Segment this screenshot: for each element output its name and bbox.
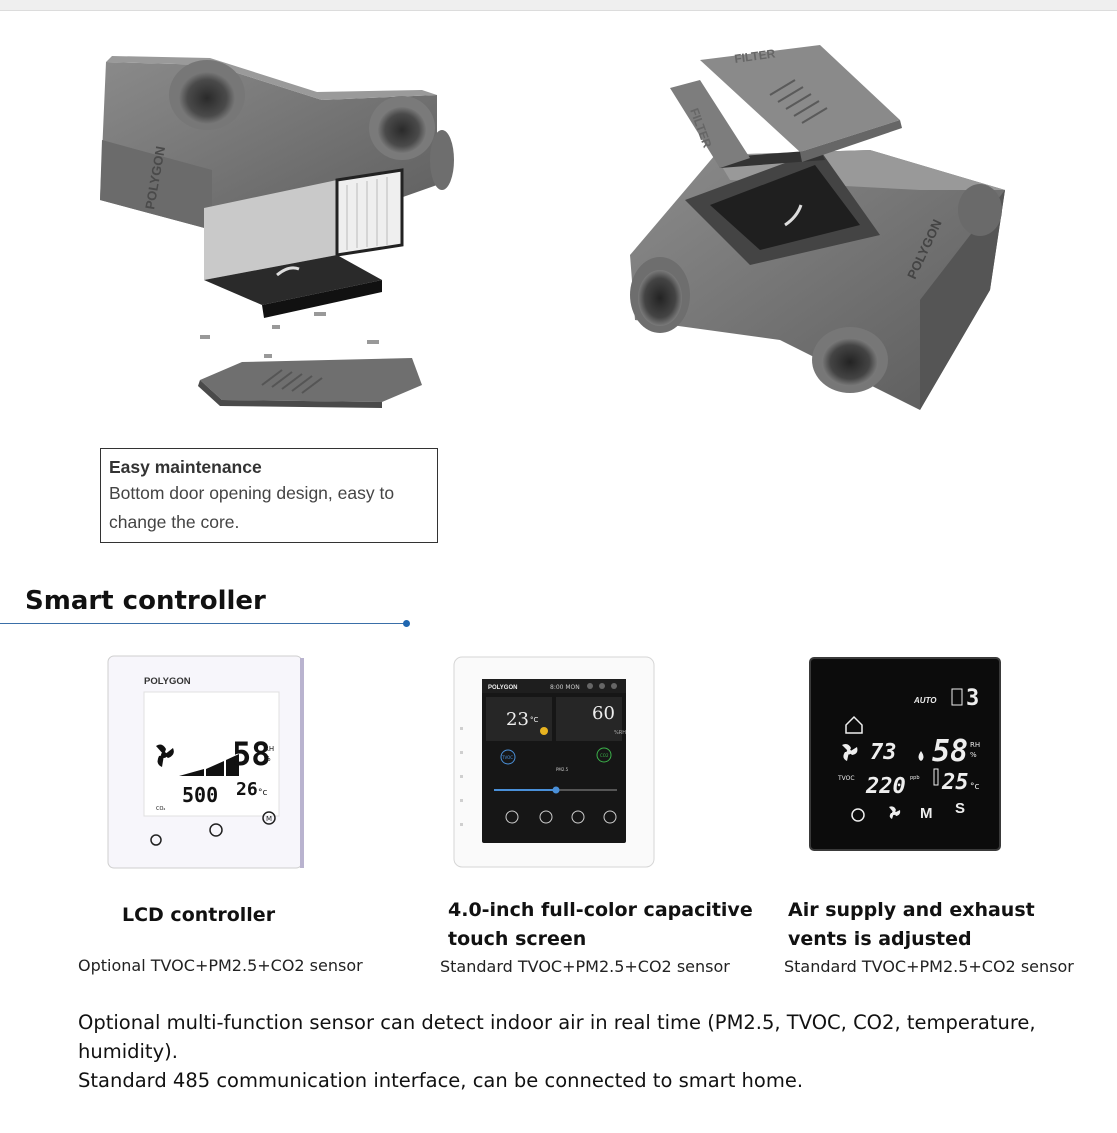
black-controller-image: AUTO 3 73 58 RH % TVOC 220 ppb 25 °c M S [809, 657, 1001, 851]
black-power-icon [851, 808, 865, 822]
touch-auto-icon [539, 810, 553, 824]
section-title: Smart controller [25, 586, 266, 616]
touch-temp: 23 [506, 709, 529, 730]
black-btn-s: S [955, 800, 965, 817]
controller-1-subtitle: Optional TVOC+PM2.5+CO2 sensor [78, 956, 363, 975]
description: Optional multi-function sensor can detec… [78, 1008, 1068, 1095]
touch-co2-label: CO2 [600, 753, 609, 758]
top-bar [0, 0, 1117, 11]
black-unit: °c [970, 782, 980, 792]
lcd-co2-label: CO₂ [156, 806, 165, 812]
black-ppb: ppb [910, 775, 920, 781]
controller-3-subtitle: Standard TVOC+PM2.5+CO2 sensor [784, 957, 1074, 976]
black-mode: AUTO [913, 696, 937, 705]
section-divider [0, 623, 406, 624]
ventilator-top-filter-illustration: POLYGON FILTER FILTER [630, 45, 1005, 410]
touch-tvoc-label: TVOC [501, 755, 513, 760]
thermometer-icon [933, 768, 939, 786]
black-temp-in: 73 [870, 740, 897, 765]
controller-3-title: Air supply and exhaust vents is adjusted [788, 899, 1035, 950]
fan-icon [156, 744, 174, 767]
touch-humidity-unit: %RH [614, 730, 626, 736]
description-line-2: Standard 485 communication interface, ca… [78, 1069, 804, 1092]
maintenance-body: Bottom door opening design, easy to chan… [109, 483, 395, 532]
touch-brand: POLYGON [488, 685, 517, 691]
lcd-pct: % [264, 755, 271, 763]
ventilator-exploded-illustration: POLYGON [100, 56, 454, 408]
home-icon [845, 715, 863, 734]
touch-pm-label: PM2.5 [556, 767, 569, 772]
lcd-controller-image: POLYGON 58 RH % 500 26 °c CO₂ M [107, 655, 304, 869]
controller-1-title: LCD controller [122, 904, 276, 926]
touch-time: 8:00 MON [550, 684, 580, 691]
black-temp: 25 [941, 770, 969, 795]
svg-text:M: M [266, 815, 272, 823]
black-level: 3 [966, 686, 979, 711]
black-tvoc: 220 [865, 774, 906, 799]
touch-temp-unit: °C [530, 716, 539, 724]
maintenance-title: Easy maintenance [109, 457, 262, 477]
fan-button-icon [209, 823, 223, 837]
touch-humidity: 60 [592, 703, 615, 724]
controller-2-subtitle: Standard TVOC+PM2.5+CO2 sensor [440, 957, 730, 976]
section-divider-dot [403, 620, 410, 627]
black-tvoc-label: TVOC [837, 775, 855, 782]
lcd-co2: 500 [182, 783, 218, 807]
lcd-humidity: 58 [232, 735, 271, 773]
touch-controller-image: POLYGON 8:00 MON 23 °C 60 %RH TVOC PM2.5… [453, 656, 655, 868]
mode-icon [262, 811, 276, 825]
touch-sleep-icon [571, 810, 585, 824]
black-pct: % [970, 751, 977, 759]
black-fan-icon [842, 744, 858, 761]
touch-fan-icon [603, 810, 617, 824]
lcd-temp: 26 [236, 779, 258, 800]
maintenance-note: Easy maintenance Bottom door opening des… [100, 448, 438, 543]
droplet-icon [918, 751, 924, 761]
black-fan-button-icon [889, 806, 901, 819]
controller-2-title: 4.0-inch full-color capacitive touch scr… [448, 899, 753, 950]
lcd-unit: °c [258, 788, 268, 798]
black-btn-m: M [920, 805, 933, 822]
power-icon [150, 834, 162, 846]
lcd-rh: RH [264, 745, 274, 753]
touch-power-icon [505, 810, 519, 824]
filter-label-top: FILTER [733, 46, 776, 66]
black-humidity: 58 [932, 734, 968, 769]
black-rh: RH [970, 741, 980, 749]
description-line-1: Optional multi-function sensor can detec… [78, 1011, 1036, 1063]
lcd-brand: POLYGON [144, 676, 191, 687]
